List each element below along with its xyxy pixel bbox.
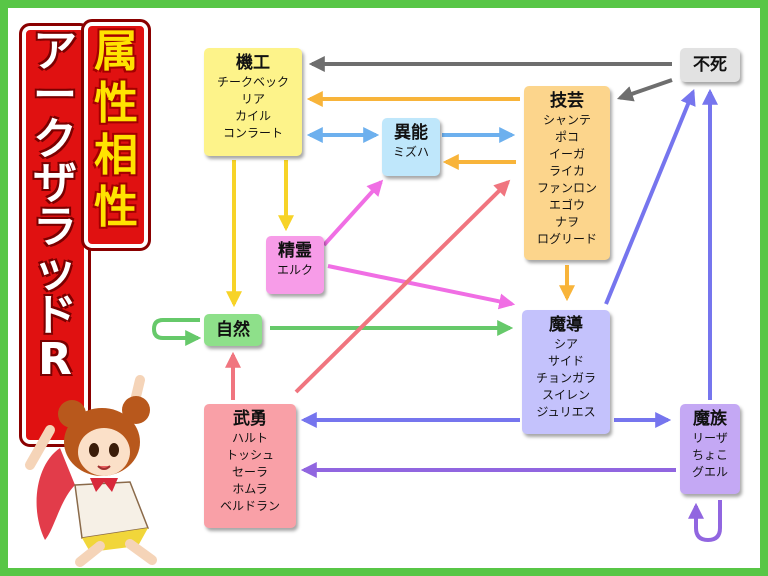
game-title-banner: ア ー ク ザ ラ ッ ド R: [19, 23, 91, 447]
node-mazoku: 魔族 リーザ ちょこ グエル: [680, 404, 740, 494]
node-madou-title: 魔導: [549, 315, 583, 335]
node-mazoku-title: 魔族: [693, 409, 727, 429]
node-ginou-title: 技芸: [550, 91, 584, 111]
member: トッシュ: [225, 448, 274, 462]
node-madou-members: シア サイド チョンガラ スイレン ジュリエス: [522, 336, 610, 425]
node-inou-members: ミズハ: [382, 144, 440, 165]
member: チークベック: [216, 75, 289, 89]
arrow-buyuu-to-ginou: [294, 179, 511, 394]
game-title-char: ク: [33, 114, 77, 165]
member: セーラ: [231, 465, 268, 479]
node-shizen: 自然: [204, 314, 262, 346]
member: カイル: [234, 109, 271, 123]
member: リア: [240, 92, 265, 106]
member: リーザ: [692, 431, 728, 445]
attribute-title-char: 属: [94, 26, 138, 77]
arrow-seirei-to-madou: [327, 264, 516, 310]
member: ログリード: [536, 232, 597, 246]
node-kikou-title: 機工: [236, 53, 270, 73]
member: エルク: [276, 263, 313, 277]
member: スイレン: [541, 388, 590, 402]
node-madou: 魔導 シア サイド チョンガラ スイレン ジュリエス: [522, 310, 610, 434]
node-fushi-title: 不死: [693, 55, 727, 75]
member: サイド: [547, 354, 584, 368]
member: イーガ: [548, 147, 585, 161]
node-kikou-members: チークベック リア カイル コンラート: [204, 74, 302, 146]
member: コンラート: [222, 126, 283, 140]
node-inou: 異能 ミズハ: [382, 118, 440, 176]
member: ベルドラン: [219, 499, 280, 513]
node-ginou-members: シャンテ ポコ イーガ ライカ ファンロン エゴウ ナヲ ログリード: [524, 112, 610, 252]
game-title-char: ラ: [33, 202, 77, 253]
member: ハルト: [231, 431, 268, 445]
game-title-char: ア: [33, 26, 77, 77]
node-buyuu: 武勇 ハルト トッシュ セーラ ホムラ ベルドラン: [204, 404, 296, 528]
arrow-seirei-to-inou: [322, 179, 384, 247]
node-seirei-title: 精霊: [278, 241, 312, 261]
node-buyuu-title: 武勇: [233, 409, 267, 429]
arrow-shizen-loop: [151, 318, 202, 346]
member: ファンロン: [536, 181, 597, 195]
member: シャンテ: [542, 113, 591, 127]
attribute-title-char: 性: [94, 78, 138, 129]
member: ジュリエス: [536, 405, 596, 419]
arrow-mazoku-loop: [688, 500, 722, 543]
attribute-title-banner: 属 性 相 性: [81, 19, 151, 251]
member: ライカ: [548, 164, 585, 178]
node-seirei-members: エルク: [266, 262, 324, 283]
node-seirei: 精霊 エルク: [266, 236, 324, 294]
character-illustration: [25, 375, 157, 567]
arrow-fushi-to-ginou: [616, 78, 673, 102]
member: ホムラ: [232, 482, 268, 496]
game-title-char: ド: [33, 290, 77, 341]
node-fushi: 不死: [680, 48, 740, 82]
member: ポコ: [554, 130, 579, 144]
member: エゴウ: [548, 198, 585, 212]
arrow-madou-to-fushi: [604, 89, 696, 305]
member: シア: [553, 337, 578, 351]
node-mazoku-members: リーザ ちょこ グエル: [680, 430, 740, 485]
member: チョンガラ: [535, 371, 596, 385]
member: グエル: [691, 465, 728, 479]
game-title-char: R: [38, 334, 72, 385]
node-inou-title: 異能: [394, 123, 428, 143]
member: ミズハ: [392, 145, 429, 159]
attribute-title-char: 性: [94, 182, 138, 233]
node-shizen-title: 自然: [216, 320, 250, 340]
attribute-title-char: 相: [94, 130, 138, 181]
node-buyuu-members: ハルト トッシュ セーラ ホムラ ベルドラン: [204, 430, 296, 519]
game-title-char: ッ: [33, 246, 77, 297]
game-title-char: ザ: [33, 158, 77, 209]
game-title-char: ー: [33, 70, 77, 121]
node-ginou: 技芸 シャンテ ポコ イーガ ライカ ファンロン エゴウ ナヲ ログリード: [524, 86, 610, 260]
member: ナヲ: [554, 215, 579, 229]
member: ちょこ: [691, 448, 728, 462]
node-kikou: 機工 チークベック リア カイル コンラート: [204, 48, 302, 156]
